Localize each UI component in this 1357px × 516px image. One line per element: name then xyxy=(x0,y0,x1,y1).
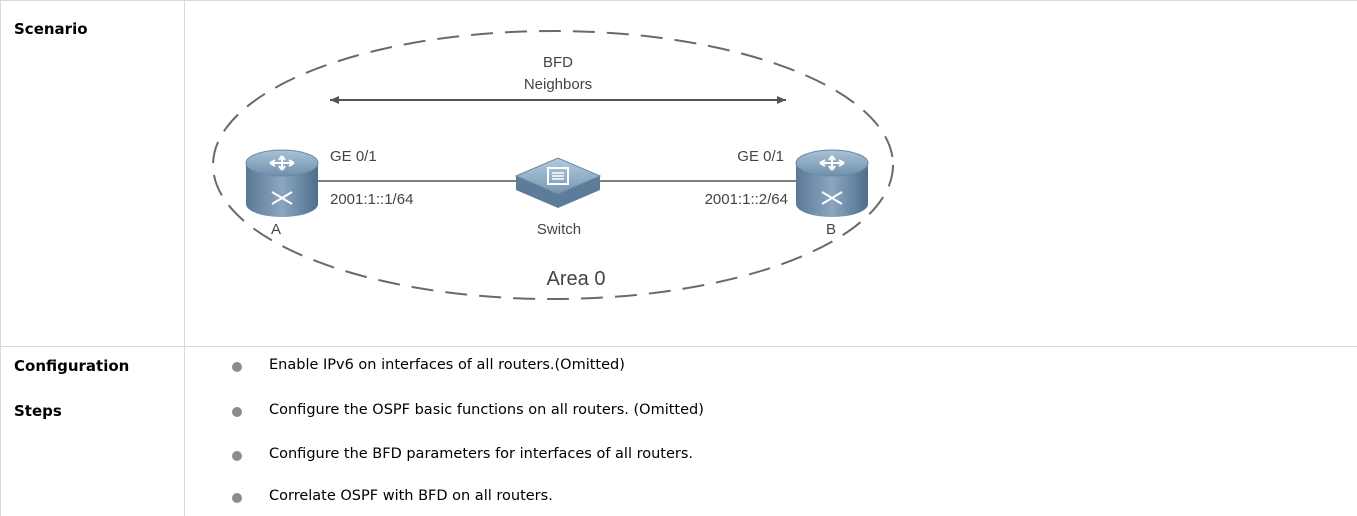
configuration-steps-label-line1: Configuration xyxy=(14,357,130,375)
step-text: Enable IPv6 on interfaces of all routers… xyxy=(269,357,625,373)
scenario-label: Scenario xyxy=(14,20,88,38)
neighbors-label: Neighbors xyxy=(524,76,592,93)
list-item: Correlate OSPF with BFD on all routers. xyxy=(200,483,1340,513)
step-text: Configure the BFD parameters for interfa… xyxy=(269,446,694,462)
bfd-label: BFD xyxy=(543,54,573,71)
router-a-address-label: 2001:1::1/64 xyxy=(330,191,413,208)
bullet-icon xyxy=(232,451,242,461)
table-left-border xyxy=(0,0,1,516)
table-top-border xyxy=(0,0,1357,1)
network-diagram: BFD Neighbors GE 0/1 2001:1::1/64 A GE 0… xyxy=(198,20,918,320)
router-a-icon xyxy=(245,149,319,217)
router-a-name-label: A xyxy=(271,221,281,238)
router-b-interface-label: GE 0/1 xyxy=(737,148,784,165)
list-item: Configure the OSPF basic functions on al… xyxy=(200,397,1340,427)
step-text: Correlate OSPF with BFD on all routers. xyxy=(269,488,553,504)
table-row-divider xyxy=(0,346,1357,347)
switch-icon xyxy=(514,157,602,208)
list-item: Enable IPv6 on interfaces of all routers… xyxy=(200,352,1340,382)
area-label: Area 0 xyxy=(547,268,606,290)
configuration-steps-label-line2: Steps xyxy=(14,402,62,420)
router-b-icon xyxy=(795,149,869,217)
bullet-icon xyxy=(232,493,242,503)
bullet-icon xyxy=(232,362,242,372)
table-column-divider xyxy=(184,0,185,516)
router-a-interface-label: GE 0/1 xyxy=(330,148,377,165)
area-boundary-ellipse xyxy=(212,30,894,300)
router-b-address-label: 2001:1::2/64 xyxy=(705,191,788,208)
switch-label: Switch xyxy=(537,221,581,238)
router-b-name-label: B xyxy=(826,221,836,238)
step-text: Configure the OSPF basic functions on al… xyxy=(269,402,704,418)
list-item: Configure the BFD parameters for interfa… xyxy=(200,441,1340,471)
bullet-icon xyxy=(232,407,242,417)
